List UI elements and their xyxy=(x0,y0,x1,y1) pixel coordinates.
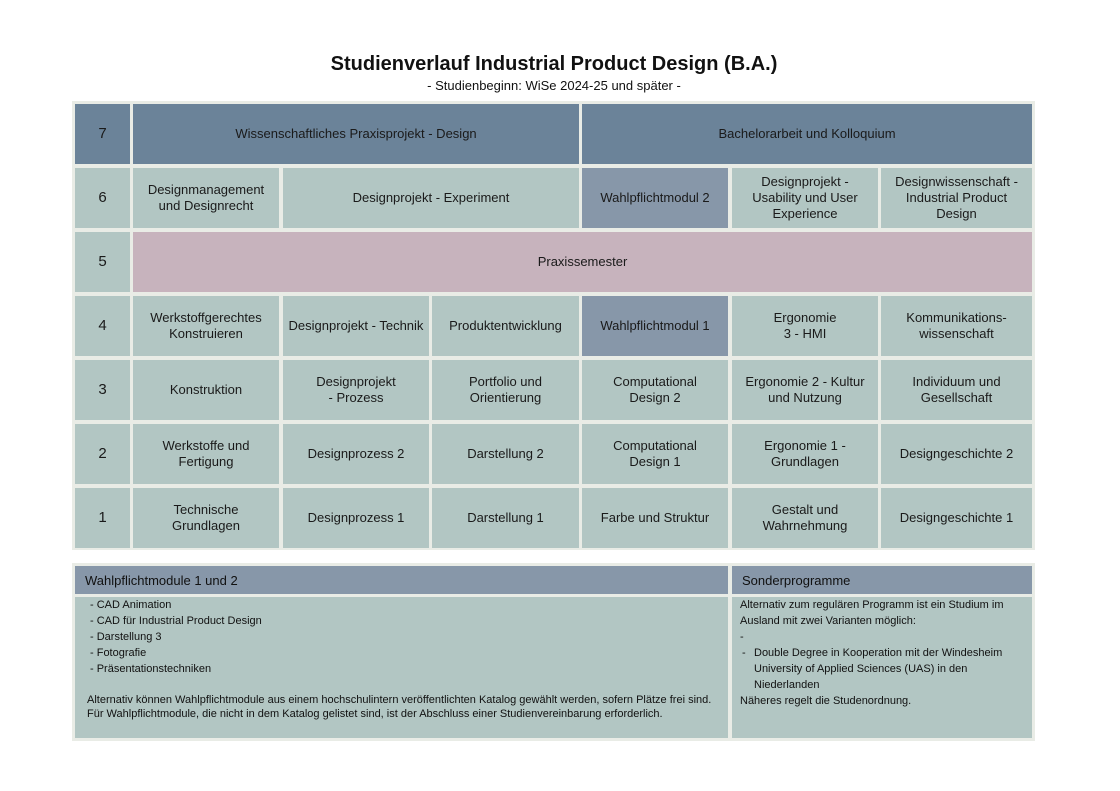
wahlpflicht-body: - CAD Animation - CAD für Industrial Pro… xyxy=(75,597,728,738)
semester-2-label: 2 xyxy=(75,424,130,484)
wahlpflicht-note: Alternativ können Wahlpflichtmodule aus … xyxy=(87,694,712,720)
sonder-bullet-row: - Double Degree in Kooperation mit der W… xyxy=(740,645,1026,693)
module-ergonomie-1: Ergonomie 1 - Grundlagen xyxy=(732,424,878,484)
list-item: - Präsentationstechniken xyxy=(90,663,212,675)
module-praxissemester: Praxissemester xyxy=(133,232,1032,292)
list-item: - CAD für Industrial Product Design xyxy=(90,615,262,627)
module-wahlpflicht-2: Wahlpflichtmodul 2 xyxy=(582,168,728,228)
wahlpflicht-header: Wahlpflichtmodule 1 und 2 xyxy=(75,566,728,594)
wahlpflicht-list: - CAD Animation - CAD für Industrial Pro… xyxy=(87,597,720,677)
module-designprozess-1: Designprozess 1 xyxy=(283,488,429,548)
module-produktentwicklung: Produktentwicklung xyxy=(432,296,579,356)
module-designprojekt-technik: Designprojekt - Technik xyxy=(283,296,429,356)
module-wahlpflicht-1: Wahlpflichtmodul 1 xyxy=(582,296,728,356)
bullet-marker: - xyxy=(742,647,746,659)
semester-4-label: 4 xyxy=(75,296,130,356)
module-designwissenschaft: Designwissenschaft - Industrial Product … xyxy=(881,168,1032,228)
module-kommunikationswissenschaft: Kommunikations-wissenschaft xyxy=(881,296,1032,356)
module-designprojekt-prozess: Designprojekt - Prozess xyxy=(283,360,429,420)
module-computational-design-2: Computational Design 2 xyxy=(582,360,728,420)
module-designprojekt-usability: Designprojekt - Usability und User Exper… xyxy=(732,168,878,228)
semester-6-label: 6 xyxy=(75,168,130,228)
curriculum-grid: 7 Wissenschaftliches Praxisprojekt - Des… xyxy=(72,101,1035,550)
module-ergonomie-2: Ergonomie 2 - Kultur und Nutzung xyxy=(732,360,878,420)
module-designprojekt-experiment: Designprojekt - Experiment xyxy=(283,168,579,228)
module-werkstoffgerechtes-konstruieren: Werkstoffgerechtes Konstruieren xyxy=(133,296,279,356)
module-computational-design-1: Computational Design 1 xyxy=(582,424,728,484)
info-section: Wahlpflichtmodule 1 und 2 Sonderprogramm… xyxy=(72,563,1035,741)
module-bachelorarbeit: Bachelorarbeit und Kolloquium xyxy=(582,104,1032,164)
page-title: Studienverlauf Industrial Product Design… xyxy=(330,53,778,75)
page-subtitle: - Studienbeginn: WiSe 2024-25 und später… xyxy=(427,78,681,93)
module-individuum-gesellschaft: Individuum und Gesellschaft xyxy=(881,360,1032,420)
module-portfolio: Portfolio und Orientierung xyxy=(432,360,579,420)
sonder-dash: - xyxy=(740,631,744,643)
module-designmanagement: Designmanagement und Designrecht xyxy=(133,168,279,228)
list-item: - CAD Animation xyxy=(90,599,172,611)
semester-1-label: 1 xyxy=(75,488,130,548)
module-darstellung-1: Darstellung 1 xyxy=(432,488,579,548)
module-gestalt-wahrnehmung: Gestalt und Wahrnehmung xyxy=(732,488,878,548)
module-farbe-struktur: Farbe und Struktur xyxy=(582,488,728,548)
list-item: - Fotografie xyxy=(90,647,147,659)
sonder-outro: Näheres regelt die Studenordnung. xyxy=(740,695,912,707)
module-darstellung-2: Darstellung 2 xyxy=(432,424,579,484)
semester-7-label: 7 xyxy=(75,104,130,164)
sonder-header: Sonderprogramme xyxy=(732,566,1032,594)
semester-3-label: 3 xyxy=(75,360,130,420)
list-item: - Darstellung 3 xyxy=(90,631,162,643)
module-werkstoffe-fertigung: Werkstoffe und Fertigung xyxy=(133,424,279,484)
module-designprozess-2: Designprozess 2 xyxy=(283,424,429,484)
module-praxisprojekt: Wissenschaftliches Praxisprojekt - Desig… xyxy=(133,104,579,164)
module-technische-grundlagen: Technische Grundlagen xyxy=(133,488,279,548)
module-designgeschichte-1: Designgeschichte 1 xyxy=(881,488,1032,548)
module-konstruktion: Konstruktion xyxy=(133,360,279,420)
module-ergonomie-3: Ergonomie 3 - HMI xyxy=(732,296,878,356)
module-designgeschichte-2: Designgeschichte 2 xyxy=(881,424,1032,484)
sonder-bullet: Double Degree in Kooperation mit der Win… xyxy=(754,647,1003,691)
semester-5-label: 5 xyxy=(75,232,130,292)
sonder-intro: Alternativ zum regulären Programm ist ei… xyxy=(740,599,1004,627)
sonder-body: Alternativ zum regulären Programm ist ei… xyxy=(732,597,1032,738)
